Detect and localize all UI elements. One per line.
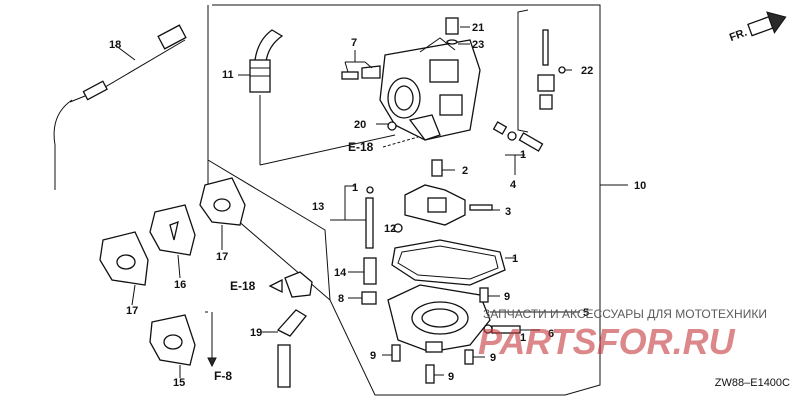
f8-arrow: [207, 357, 217, 368]
callout-12: 12: [384, 223, 396, 235]
callout-3: 3: [505, 206, 511, 218]
part-6-drain-screw: [483, 324, 540, 334]
part-21-23-screw: [445, 17, 470, 45]
direction-label: FR.: [728, 27, 749, 44]
callout-9b: 9: [370, 350, 376, 362]
callout-1b: 1: [352, 182, 358, 194]
part-13-nozzle: [330, 185, 374, 249]
callout-21: 21: [472, 22, 484, 34]
callout-19: 19: [250, 327, 262, 339]
ref-f8: F-8: [214, 369, 232, 383]
part-17-gasket-lower: [99, 231, 149, 286]
diagram-code: ZW88–E1400C: [715, 377, 790, 389]
part-19-hose: [262, 309, 307, 388]
callout-18: 18: [109, 39, 121, 51]
callout-1a: 1: [520, 149, 526, 161]
part-15-gasket: [149, 314, 196, 366]
ref-e18-top: E-18: [348, 140, 374, 154]
ref-e18-mid: E-18: [230, 279, 256, 293]
callout-9d: 9: [448, 371, 454, 383]
part-4-pilot-screw: [492, 121, 544, 175]
watermark-tagline: ЗАПЧАСТИ И АКСЕССУАРЫ ДЛЯ МОТОТЕХНИКИ: [483, 307, 767, 321]
callout-6: 6: [548, 328, 554, 340]
part-1-gasket: [391, 239, 506, 286]
callout-17a: 17: [216, 251, 228, 263]
part-9-screws: [382, 287, 500, 384]
callout-8: 8: [338, 293, 344, 305]
callout-7: 7: [351, 37, 357, 49]
assembly-boundary: [207, 4, 601, 396]
part-20-screw: [376, 121, 397, 131]
callout-9c: 9: [490, 352, 496, 364]
callout-13: 13: [312, 201, 324, 213]
part-12-screw: [393, 223, 403, 233]
callout-11: 11: [222, 69, 234, 81]
leader-17b: [131, 284, 136, 306]
part-22-needle-kit: [517, 9, 572, 133]
callout-2: 2: [462, 165, 468, 177]
callout-23: 23: [472, 39, 484, 51]
watermark-brand: PARTSFOR.RU: [478, 321, 736, 362]
part-11-tube: [238, 29, 396, 166]
carburetor-body: [379, 37, 481, 141]
part-17-gasket-upper: [199, 177, 246, 226]
part-2-jet: [431, 159, 455, 177]
e18-top-pointer: [382, 136, 419, 148]
part-5-float-chamber: [387, 284, 491, 353]
callout-1c: 1: [512, 253, 518, 265]
part-e18-clip: [268, 271, 313, 298]
part-16-gasket: [149, 204, 196, 256]
callout-9a: 9: [504, 291, 510, 303]
callout-1d: 1: [520, 332, 526, 344]
part-18-cable: [53, 24, 187, 190]
callout-20: 20: [354, 119, 366, 131]
front-direction-arrow: FR.: [728, 11, 787, 44]
callout-22: 22: [581, 65, 593, 77]
part-7-screw: [341, 50, 381, 80]
callout-17b: 17: [126, 305, 138, 317]
callout-14: 14: [334, 267, 347, 279]
part-8-nut: [348, 291, 377, 305]
callout-10: 10: [634, 180, 646, 192]
part-3-float: [404, 184, 500, 226]
part-14-nozzle: [348, 257, 377, 285]
leader-16: [177, 254, 181, 279]
callout-4: 4: [510, 179, 517, 191]
callout-16: 16: [174, 279, 186, 291]
callout-5: 5: [583, 307, 589, 319]
callout-15: 15: [173, 377, 185, 389]
